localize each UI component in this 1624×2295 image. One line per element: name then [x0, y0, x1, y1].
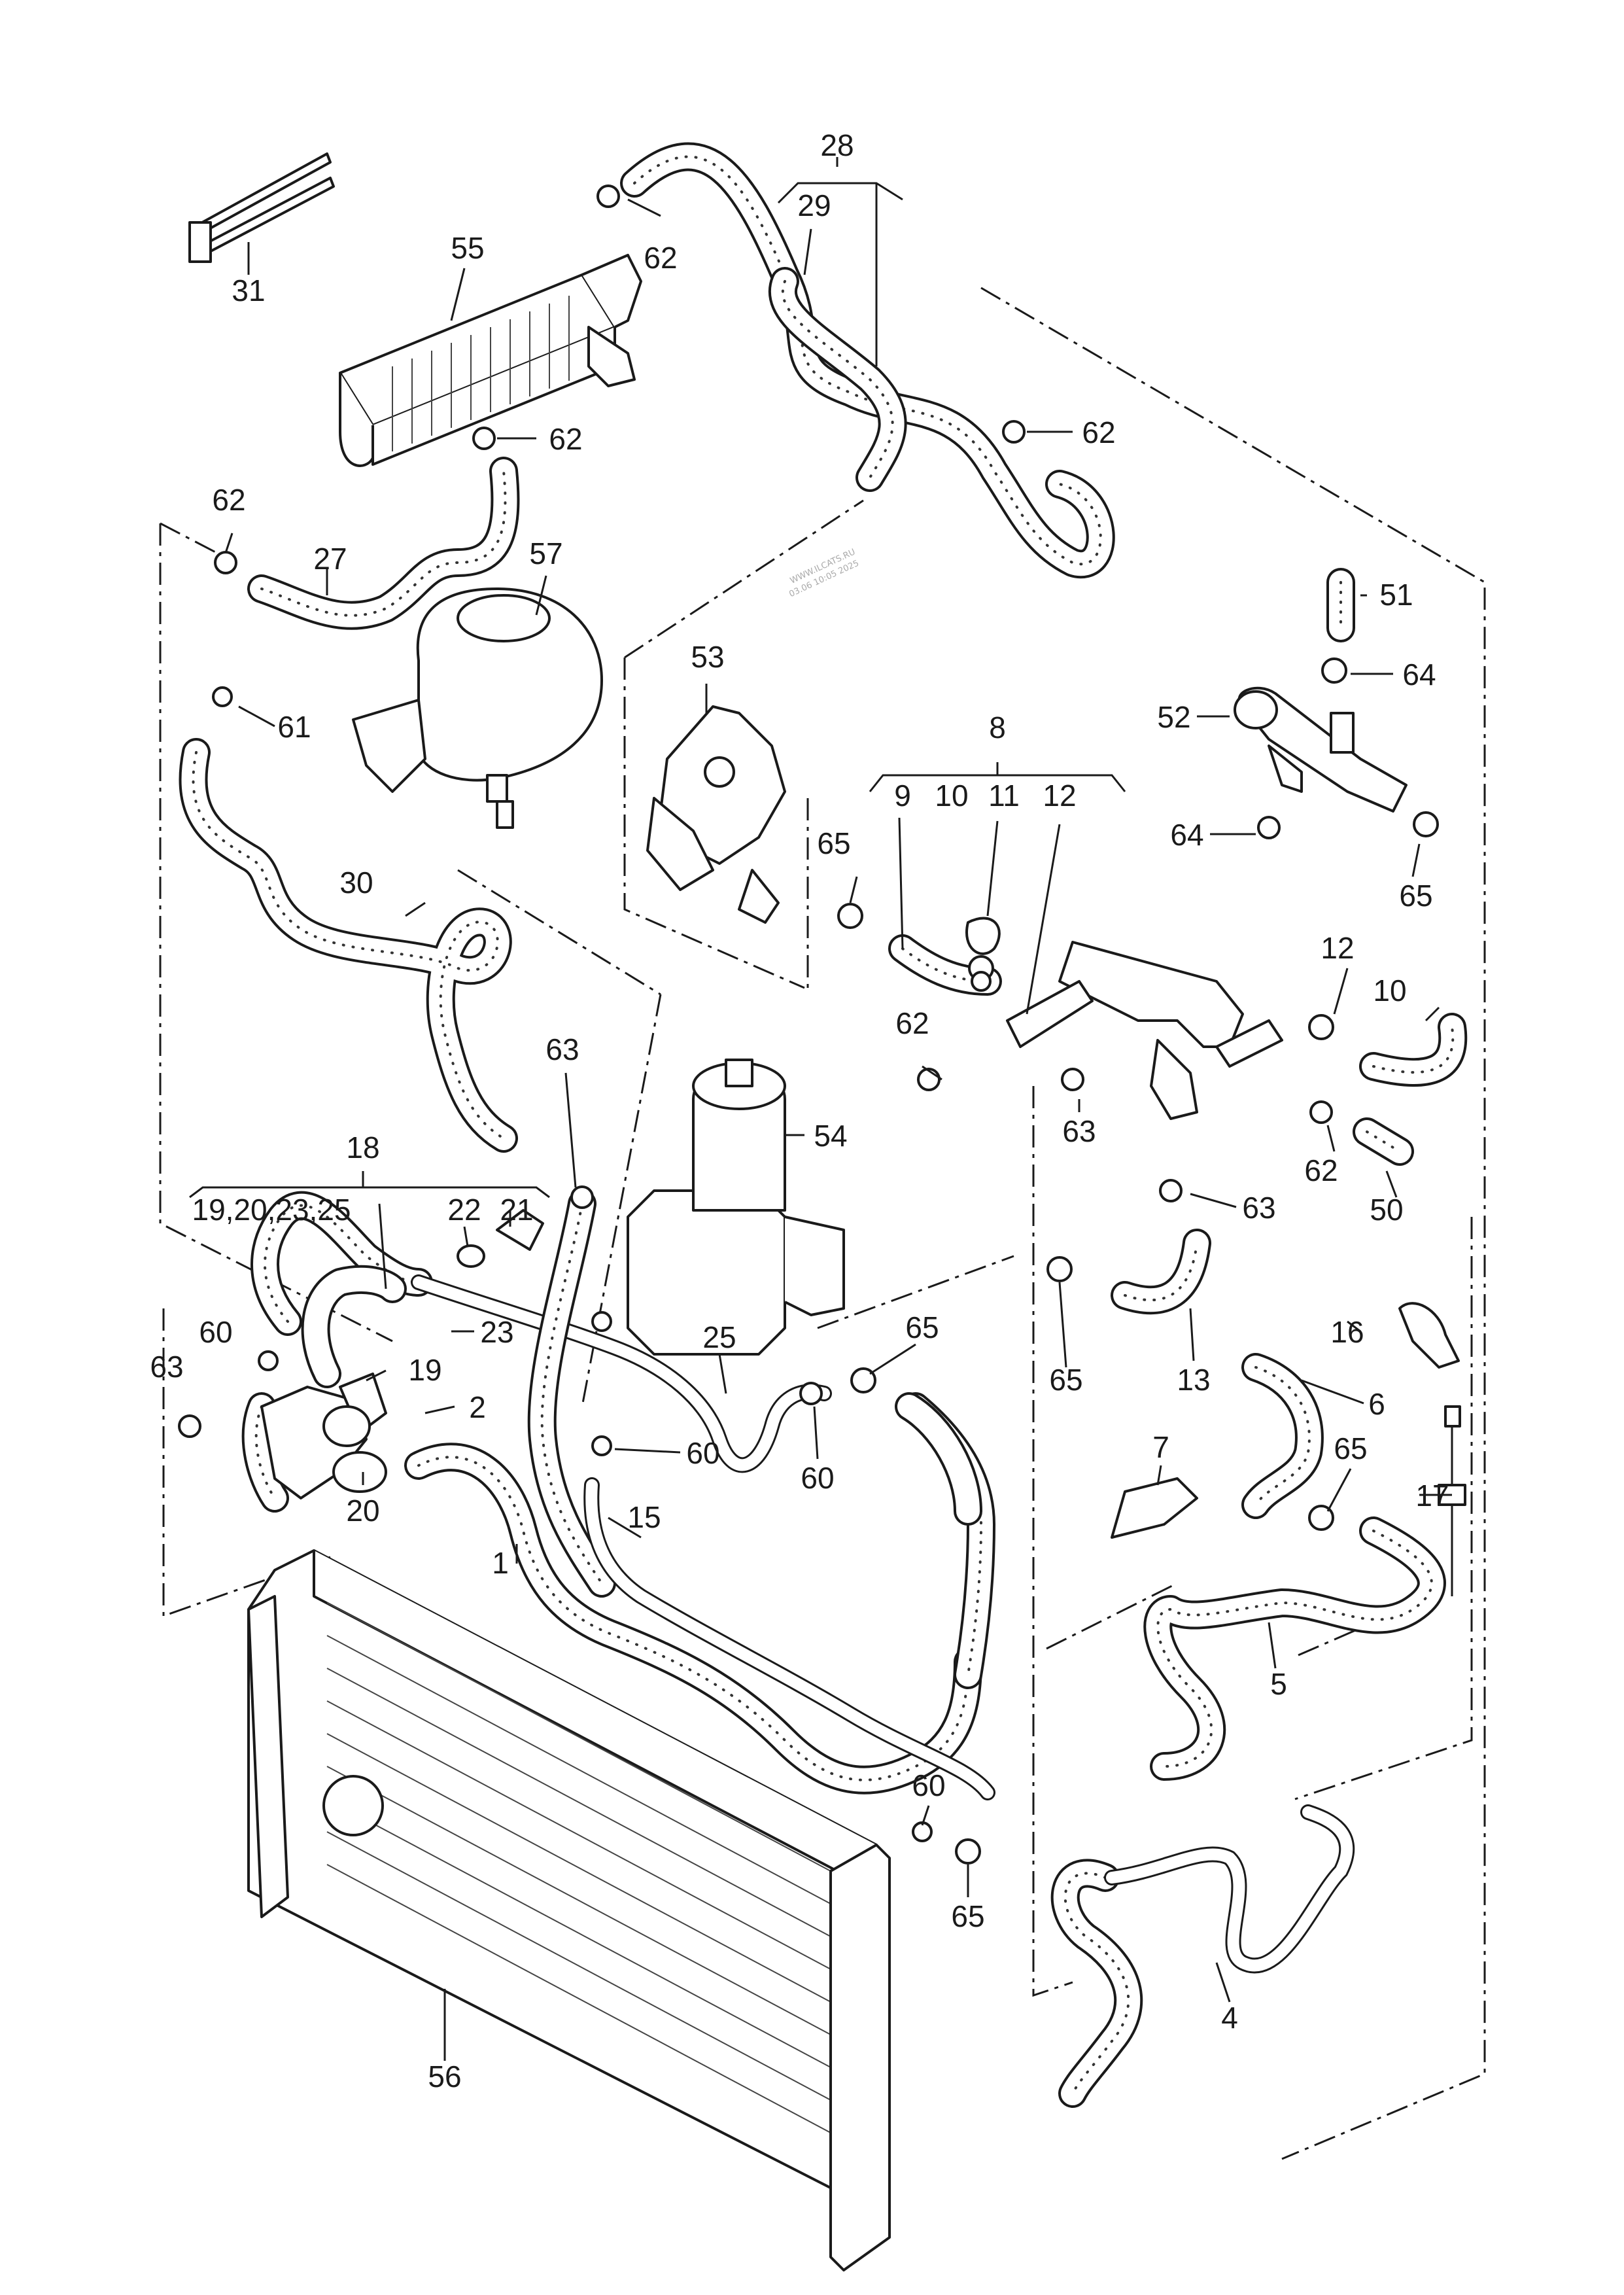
callout-63-top: 63	[545, 1032, 579, 1066]
callout-13: 13	[1177, 1363, 1210, 1397]
callout-60-left: 60	[199, 1315, 232, 1349]
callout-52: 52	[1157, 700, 1190, 734]
leader-lines	[189, 157, 1452, 2061]
callout-4: 4	[1221, 2001, 1238, 2035]
callout-60-right: 60	[801, 1461, 834, 1495]
callout-23: 23	[480, 1315, 513, 1349]
callout-65-tee: 65	[1399, 879, 1432, 913]
callout-62-egr: 62	[549, 422, 582, 456]
callout-65-13: 65	[1049, 1363, 1082, 1397]
callout-2: 2	[469, 1390, 486, 1424]
callout-8: 8	[989, 710, 1006, 745]
callout-65-mid: 65	[905, 1310, 939, 1344]
bracket-7	[1111, 1477, 1198, 1539]
callout-9: 9	[894, 779, 911, 813]
callout-57: 57	[529, 536, 562, 570]
callout-51: 51	[1379, 578, 1413, 612]
callout-31: 31	[232, 273, 265, 307]
callout-62-right: 62	[1082, 415, 1115, 449]
callout-61: 61	[277, 710, 311, 744]
callout-64-top: 64	[1402, 657, 1436, 692]
clip-16	[1398, 1302, 1460, 1369]
callout-19: 19	[408, 1353, 441, 1387]
egr-cooler-55	[339, 254, 642, 467]
callout-25: 25	[702, 1320, 736, 1354]
callout-27: 27	[313, 542, 347, 576]
callout-17: 17	[1415, 1479, 1449, 1513]
cable-tie-31	[188, 152, 335, 263]
callout-50: 50	[1370, 1193, 1403, 1227]
callout-11: 11	[988, 779, 1020, 813]
watermark: WWW.ILCATS.RU 03.06 10:05 2025	[787, 547, 860, 599]
callout-53: 53	[691, 640, 724, 674]
callout-62-pipe: 62	[895, 1006, 929, 1040]
callout-54: 54	[814, 1119, 847, 1153]
callout-10-right: 10	[1373, 973, 1406, 1007]
callout-12-right: 12	[1321, 931, 1354, 965]
callout-55: 55	[451, 231, 484, 265]
callout-12-top: 12	[1043, 779, 1076, 813]
expansion-tank-57	[352, 587, 603, 829]
oil-cooler-54	[627, 1059, 845, 1356]
hose-clamps	[178, 184, 1439, 1865]
callout-6: 6	[1368, 1387, 1385, 1421]
coolant-pump-53	[646, 705, 786, 924]
radiator-56	[247, 1549, 891, 2271]
callout-1: 1	[492, 1546, 509, 1580]
callout-28: 28	[820, 128, 854, 162]
callout-65-6: 65	[1334, 1431, 1367, 1465]
callout-56: 56	[428, 2059, 461, 2094]
callout-62-top: 62	[644, 241, 677, 275]
callout-15: 15	[627, 1500, 661, 1534]
callout-10-top: 10	[935, 779, 968, 813]
callout-labels: 31 55 28 29 62 62 62 62 27 57 51 64 52 6…	[150, 128, 1449, 2094]
callout-65-pump: 65	[817, 826, 850, 860]
sensor-21	[457, 1209, 544, 1268]
callout-21: 21	[500, 1193, 533, 1227]
callout-30: 30	[339, 866, 373, 900]
callout-16: 16	[1330, 1315, 1364, 1349]
callout-63-mid: 63	[1242, 1191, 1275, 1225]
callout-63-pipe: 63	[1062, 1114, 1096, 1148]
coolant-pipe-8	[1006, 941, 1283, 1120]
callout-62-lower: 62	[1304, 1153, 1338, 1187]
callout-18: 18	[346, 1130, 379, 1165]
callout-20: 20	[346, 1494, 379, 1528]
parts	[178, 152, 1466, 2271]
callout-7: 7	[1152, 1430, 1169, 1464]
callout-22: 22	[447, 1193, 481, 1227]
callout-64-mid: 64	[1170, 818, 1203, 852]
callout-5: 5	[1270, 1667, 1287, 1701]
callout-65-bottom: 65	[951, 1899, 984, 1933]
callout-19-20-23-25: 19,20,23,25	[192, 1193, 351, 1227]
valve-19	[260, 1373, 387, 1499]
callout-62-left: 62	[212, 483, 245, 517]
callout-63-left: 63	[150, 1350, 183, 1384]
callout-60-center: 60	[686, 1436, 719, 1470]
callout-60-bottom: 60	[912, 1768, 945, 1802]
tee-fitting-52	[1234, 686, 1408, 813]
callout-29: 29	[797, 188, 831, 222]
